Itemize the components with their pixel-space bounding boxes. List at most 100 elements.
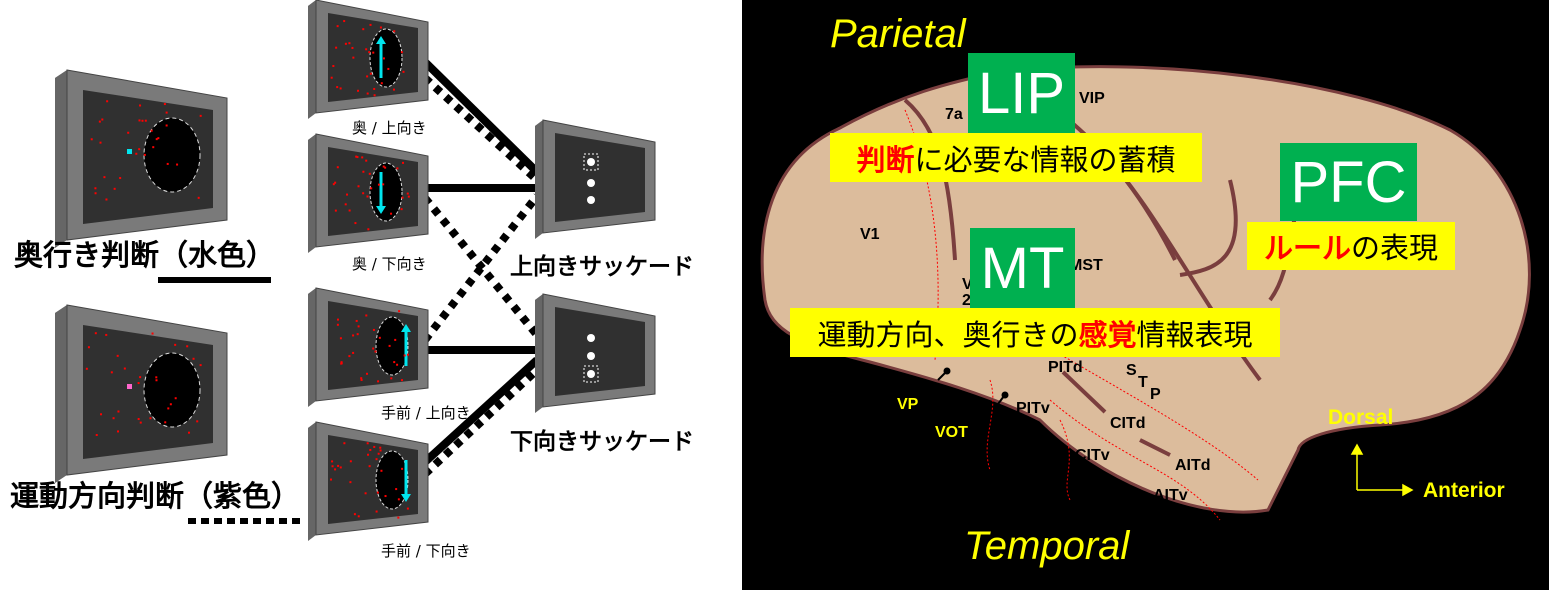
red-dot: [348, 42, 351, 45]
red-dot: [346, 193, 349, 196]
red-dot: [348, 355, 351, 358]
red-dot: [343, 442, 346, 445]
red-dot: [352, 56, 355, 59]
red-dot: [384, 495, 387, 498]
red-dot: [365, 159, 368, 162]
red-dot: [192, 357, 195, 360]
red-dot: [101, 118, 104, 121]
area-box-pfc: PFC: [1280, 143, 1417, 221]
red-dot: [103, 176, 106, 179]
red-dot: [155, 138, 158, 141]
area-citd: CITd: [1110, 415, 1146, 432]
red-dot: [330, 478, 333, 481]
axes-arrows: [1350, 443, 1414, 497]
red-dot: [362, 28, 365, 31]
red-dot: [377, 183, 380, 186]
red-dot: [165, 111, 168, 114]
red-dot: [167, 407, 170, 410]
red-dot: [163, 103, 166, 106]
label-near-up: 手前 / 上向き: [381, 404, 471, 422]
red-dot: [369, 448, 372, 451]
red-dot: [406, 353, 409, 356]
red-dot: [368, 465, 371, 468]
red-dot: [372, 347, 375, 350]
red-dot: [366, 75, 369, 78]
red-dot: [336, 166, 339, 169]
red-dot: [157, 137, 160, 140]
red-dot: [401, 467, 404, 470]
red-dot: [141, 119, 144, 122]
red-dot: [368, 51, 371, 54]
red-dot: [390, 377, 393, 380]
stimulus-near-up: [307, 287, 429, 408]
area-box-mt: MT: [970, 228, 1075, 308]
red-dot: [377, 380, 380, 383]
label-down-saccade: 下向きサッケード: [510, 429, 694, 455]
area-aitv: AITv: [1153, 487, 1188, 504]
red-dot: [94, 332, 97, 335]
red-dot: [360, 378, 363, 381]
red-dot: [400, 379, 403, 382]
area-pitv: PITv: [1016, 400, 1050, 417]
red-dot: [137, 418, 140, 421]
red-dot: [166, 162, 169, 165]
red-dot: [369, 72, 372, 75]
red-dot: [112, 417, 115, 420]
red-dot: [174, 397, 177, 400]
red-dot: [85, 367, 88, 370]
red-dot: [331, 460, 334, 463]
red-dot: [351, 46, 354, 49]
red-dot: [169, 403, 172, 406]
caption-mt: 運動方向、奥行きの感覚情報表現: [790, 308, 1280, 357]
red-dot: [393, 361, 396, 364]
red-dot: [339, 337, 342, 340]
label-near-down: 手前 / 下向き: [381, 542, 471, 560]
red-dot: [155, 376, 158, 379]
red-dot: [382, 57, 385, 60]
red-dot: [403, 354, 406, 357]
red-dot: [374, 350, 377, 353]
red-dot: [384, 166, 387, 169]
red-dot: [334, 209, 337, 212]
red-dot: [143, 153, 146, 156]
red-dot: [396, 167, 399, 170]
connection-lines: [421, 59, 541, 477]
red-dot: [396, 363, 399, 366]
red-dot: [372, 51, 375, 54]
red-dot: [332, 65, 335, 68]
red-dot: [139, 376, 142, 379]
depth-task-monitor: [54, 69, 228, 249]
red-dot: [106, 100, 109, 103]
label-dorsal: Dorsal: [1328, 406, 1394, 429]
red-dot: [138, 119, 141, 122]
red-dot: [375, 510, 378, 513]
red-dot: [364, 492, 367, 495]
caption-lip-text: に必要な情報の蓄積: [914, 142, 1176, 177]
red-dot: [330, 76, 333, 79]
random-dots: [85, 20, 410, 519]
label-far-down: 奥 / 下向き: [352, 255, 427, 273]
red-dot: [105, 333, 108, 336]
red-dot: [353, 513, 356, 516]
label-depth-task: 奥行き判断（水色）: [14, 238, 276, 272]
red-dot: [380, 82, 383, 85]
red-dot: [199, 364, 202, 367]
red-dot: [138, 148, 141, 151]
red-dot: [105, 198, 108, 201]
red-dot: [349, 481, 352, 484]
caption-mt-text: 運動方向、奥行きの: [817, 317, 1079, 352]
red-dot: [382, 165, 385, 168]
red-dot: [357, 325, 360, 328]
red-dot: [337, 464, 340, 467]
red-dot: [406, 507, 409, 510]
red-dot: [334, 468, 337, 471]
area-stp-t: T: [1138, 374, 1148, 391]
red-dot: [373, 94, 376, 97]
red-dot: [117, 410, 120, 413]
label-up-saccade: 上向きサッケード: [510, 254, 694, 280]
label-parietal: Parietal: [830, 12, 966, 56]
area-7a: 7a: [945, 106, 963, 123]
caption-mt-text-end: 情報表現: [1136, 317, 1253, 352]
stimulus-far-up: [307, 0, 429, 120]
caption-pfc: ルールの表現: [1247, 222, 1455, 270]
